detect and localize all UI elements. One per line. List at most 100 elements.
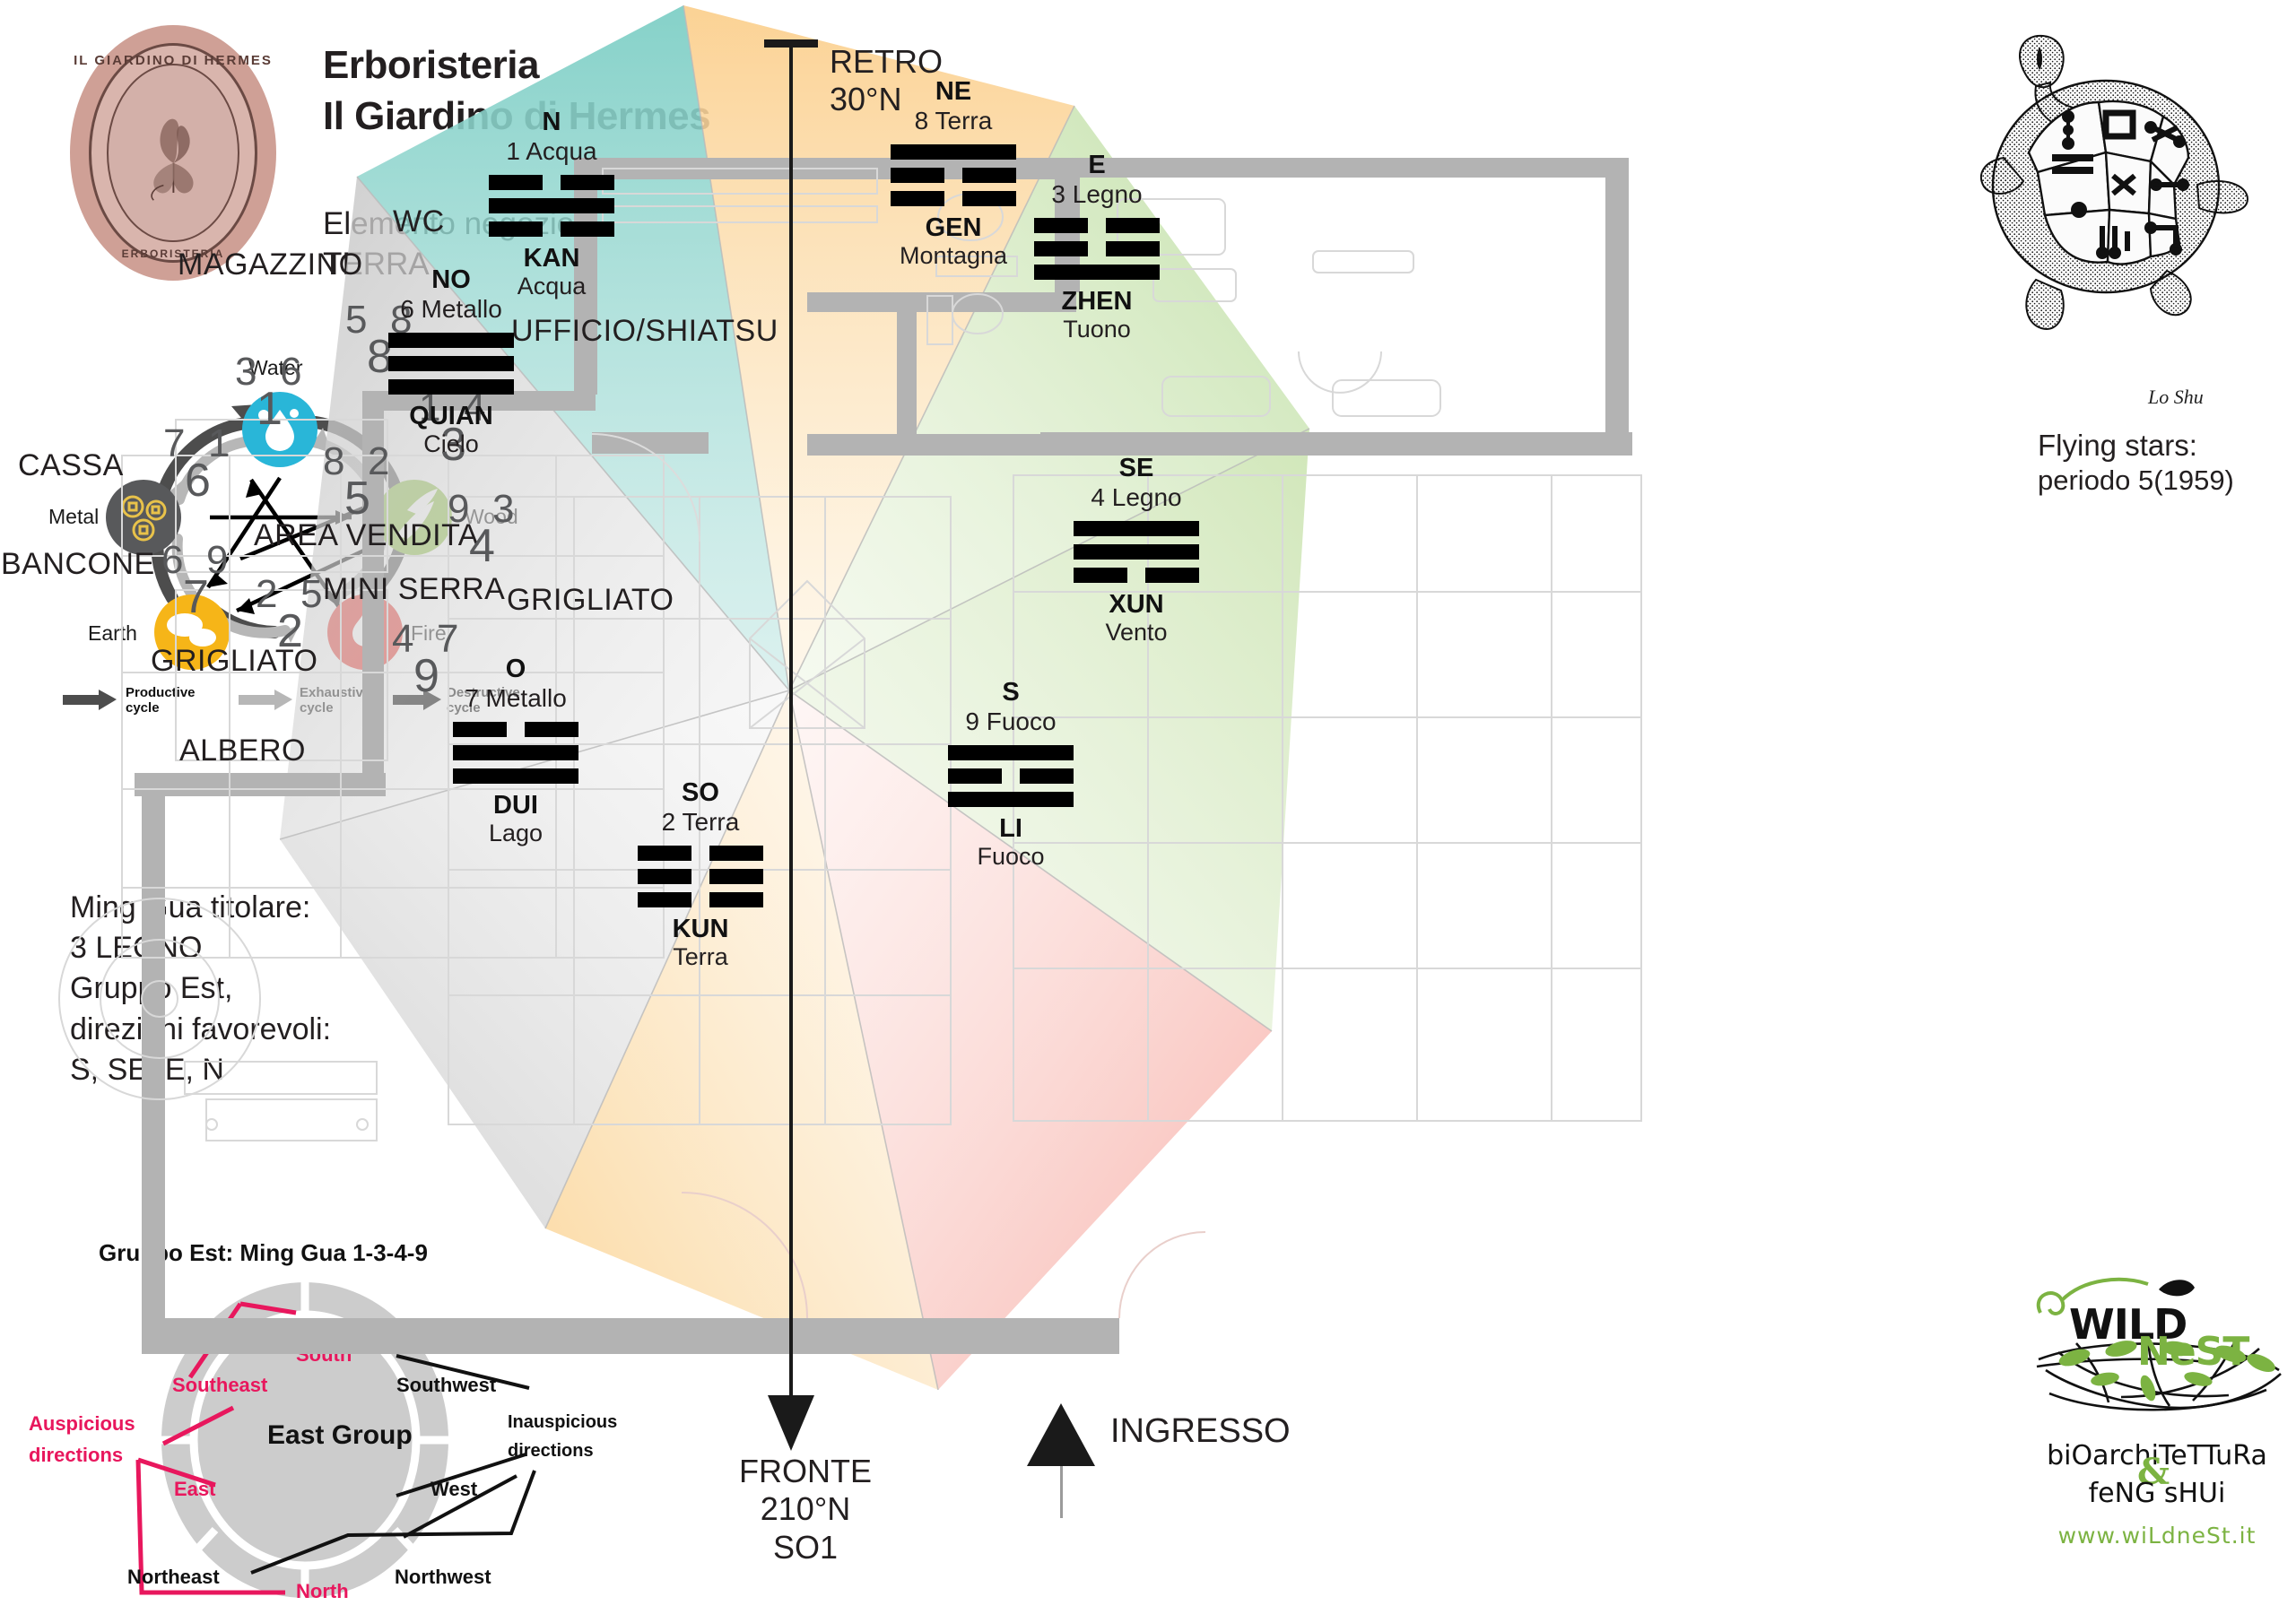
direction-label-west: West [430,1478,478,1500]
star-base: 5 [344,473,370,525]
trigram-star-number: 6 Metallo [400,295,502,323]
inauspicious-directions-label: Inauspicious directions [508,1412,618,1461]
nest-icon [2036,1277,2282,1411]
east-group-svg [135,1282,536,1598]
star-water: 7 [437,617,459,661]
legend-productive-cycle: Productive cycle [126,685,196,716]
trigram-element: Lago [488,820,544,847]
trigram-block-zhen: E 3 Legno ZHEN Tuono [1030,152,1164,344]
element-label-metal: Metal [48,505,100,528]
orientation-axis-line [789,43,793,1404]
trigram-name: KUN [672,915,729,943]
trigram-glyph-dui [453,722,578,784]
ingresso-label: INGRESSO [1110,1412,1291,1450]
wildnest-studio-logo: WILD NeST biOarchiTeTTuRa & feNG sHUi ww… [2022,1273,2292,1569]
star-base: 6 [185,455,211,507]
star-mountain: 7 [163,421,186,465]
flying-star-group-se: 9 3 4 [446,487,562,577]
room-label-grigliato-left: GRIGLIATO [151,644,318,678]
trigram-glyph-quian [388,333,514,395]
retro-orientation-label: RETRO 30°N [830,43,943,118]
room-label-magazzino: MAGAZZINO [178,247,363,282]
direction-label-southeast: Southeast [172,1374,268,1396]
orchid-icon [151,118,194,201]
trigram-block-quian: NO 6 Metallo QUIAN Cielo [384,267,518,459]
logo-nest-text: NeST [2137,1329,2249,1375]
lo-shu-signature: Lo Shu [2148,386,2204,408]
trigram-name: XUN [1109,590,1164,619]
trigram-name: LI [999,814,1022,843]
star-water: 5 [300,572,323,616]
logo-bioarchitettura-text: biOarchiTeTTuRa [2047,1440,2267,1471]
trigram-star-number: 7 Metallo [465,684,567,712]
trigram-element: Vento [1105,619,1168,647]
logo-fengshui-text: feNG sHUi [2088,1478,2226,1509]
direction-label-east: East [174,1478,216,1500]
flying-stars-heading: Flying stars: [2038,429,2197,462]
star-base: 3 [440,419,466,471]
direction-label-northwest: Northwest [395,1566,491,1588]
star-base: 7 [183,571,209,623]
trigram-name: QUIAN [409,402,493,430]
brand-seal-logo: IL GIARDINO DI HERMES ERBORISTERIA [70,25,276,281]
room-label-ufficio-shiatsu: UFFICIO/SHIATSU [511,314,778,348]
trigram-glyph-gen [891,144,1016,206]
trigram-direction: N [542,108,561,136]
seal-top-text: IL GIARDINO DI HERMES [74,53,273,69]
trigram-direction: O [505,655,526,683]
logo-ampersand: & [2137,1451,2170,1493]
star-mountain: 8 [323,439,345,483]
trigram-name: DUI [493,791,538,820]
entrance-marker-icon [1027,1403,1095,1466]
star-mountain: 9 [448,487,470,531]
trigram-glyph-zhen [1034,218,1160,280]
turtle-svg [1979,34,2249,330]
flying-star-group-ne: 5 8 8 [344,298,460,387]
flying-star-group-no: 7 1 6 [161,421,278,511]
lo-shu-turtle-illustration [1973,27,2260,386]
trigram-element: Tuono [1063,316,1131,343]
trigram-glyph-kun [638,846,763,907]
metal-circle [106,480,181,555]
star-mountain: 6 [161,538,184,582]
star-base: 9 [413,650,439,702]
trigram-element: Acqua [517,273,587,300]
room-label-albero: ALBERO [179,733,306,768]
trigram-block-gen: NE 8 Terra GEN Montagna [886,79,1021,271]
flying-star-group-n: 3 6 1 [233,350,350,439]
room-label-grigliato-right: GRIGLIATO [507,583,674,617]
trigram-star-number: 2 Terra [661,808,740,836]
star-base: 4 [469,520,495,572]
direction-label-northeast: Northeast [127,1566,220,1588]
star-base: 2 [277,605,303,657]
trigram-block-dui: O 7 Metallo DUI Lago [448,656,583,848]
room-label-cassa: CASSA [18,448,124,482]
direction-label-north: North [296,1580,349,1602]
floorplan-bagua-overlay: MAGAZZINO WC UFFICIO/SHIATSU CASSA BANCO… [1,4,1642,1566]
star-water: 2 [368,439,390,483]
trigram-direction: SE [1118,454,1154,482]
trigram-glyph-xun [1074,521,1199,583]
orientation-arrow-head [768,1395,814,1451]
direction-label-southwest: Southwest [396,1374,497,1396]
star-mountain: 3 [235,350,257,394]
auspicious-directions-label: Auspicious directions [29,1412,135,1467]
room-label-wc: WC [393,204,445,239]
trigram-block-li: S 9 Fuoco LI Fuoco [944,680,1078,872]
trigram-glyph-kan [489,175,614,237]
flying-star-group-o: 6 9 7 [160,538,276,628]
logo-wild-text: WILD [2069,1300,2187,1349]
page-title-line1: Erboristeria [323,43,539,87]
trigram-star-number: 3 Legno [1051,180,1143,208]
seal-bottom-text: ERBORISTERIA [121,247,225,261]
trigram-block-xun: SE 4 Legno XUN Vento [1069,456,1204,647]
east-group-center-label: East Group [267,1420,413,1450]
star-mountain: 5 [345,298,368,342]
room-label-bancone: BANCONE [1,547,155,581]
trigram-name: ZHEN [1061,287,1133,316]
star-mountain: 4 [392,617,414,661]
star-base: 1 [257,383,283,435]
room-label-area-vendita: AREA VENDITA [254,518,479,552]
star-mountain: 2 [256,572,278,616]
